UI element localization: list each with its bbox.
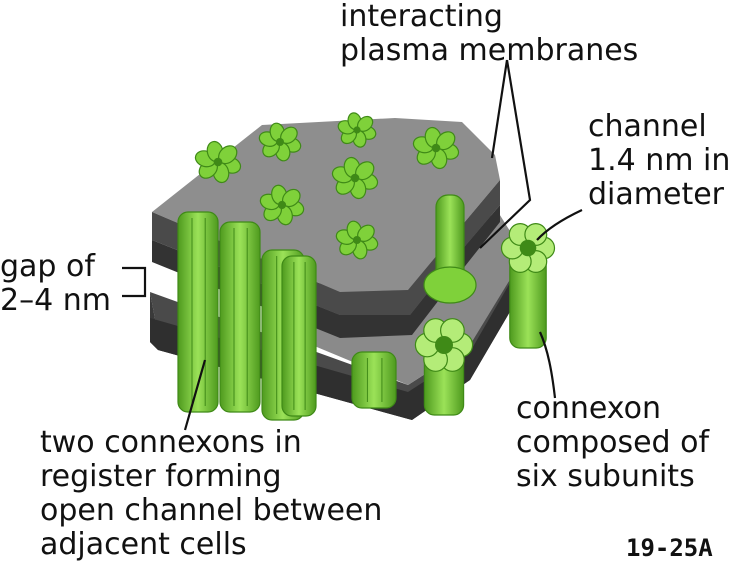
- pointer-membrane-upper: [490, 59, 509, 159]
- label-line: 1.4 nm in: [588, 143, 731, 178]
- label-line: open channel between: [40, 493, 383, 528]
- label-gap: gap of 2–4 nm: [0, 250, 111, 318]
- connexon-top: [335, 220, 379, 260]
- channel-pore: [435, 336, 453, 354]
- label-line: gap of: [0, 249, 95, 284]
- label-connexon-subunits: connexon composed of six subunits: [516, 392, 709, 494]
- connexon-top: [412, 126, 460, 170]
- bracket-gap: [122, 266, 147, 298]
- connexon-tubes: [177, 194, 477, 421]
- label-line: channel: [588, 109, 707, 144]
- label-channel-diameter: channel 1.4 nm in diameter: [588, 110, 730, 212]
- connexon-top: [258, 122, 302, 162]
- connexon-top: [259, 184, 305, 226]
- label-line: two connexons in: [40, 425, 302, 460]
- connexon-tube: [177, 211, 219, 413]
- label-line: 2–4 nm: [0, 283, 111, 318]
- pointer-connexon: [538, 331, 557, 399]
- connexon-rosette: [414, 318, 474, 416]
- pointer-membrane-lower: [479, 59, 532, 249]
- pointer-channel: [536, 209, 583, 241]
- connexon-tube: [423, 194, 477, 304]
- connexon-rosettes: [414, 223, 556, 416]
- connexon-tube: [281, 255, 317, 417]
- connexon-tube: [219, 221, 261, 413]
- connexon-top: [337, 112, 377, 148]
- figure-number: 19-25A: [626, 534, 713, 562]
- pointer-two-connexons: [183, 359, 207, 431]
- label-line: connexon: [516, 391, 662, 426]
- label-line: composed of: [516, 425, 710, 460]
- label-line: interacting: [340, 0, 503, 34]
- label-line: adjacent cells: [40, 527, 247, 562]
- connexon-tops: [194, 112, 460, 260]
- label-line: plasma membranes: [340, 33, 639, 68]
- connexon-rosette: [500, 223, 556, 349]
- connexon-tube: [351, 351, 397, 409]
- label-line: six subunits: [516, 459, 695, 494]
- connexon-top: [331, 156, 379, 200]
- pointer-lines: [122, 59, 583, 431]
- channel-pore: [519, 239, 537, 257]
- label-line: diameter: [588, 177, 724, 212]
- label-line: register forming: [40, 459, 282, 494]
- label-interacting-membranes: interacting plasma membranes: [340, 0, 638, 68]
- connexon-top: [194, 140, 242, 184]
- label-connexons-in-register: two connexons in register forming open c…: [40, 426, 382, 562]
